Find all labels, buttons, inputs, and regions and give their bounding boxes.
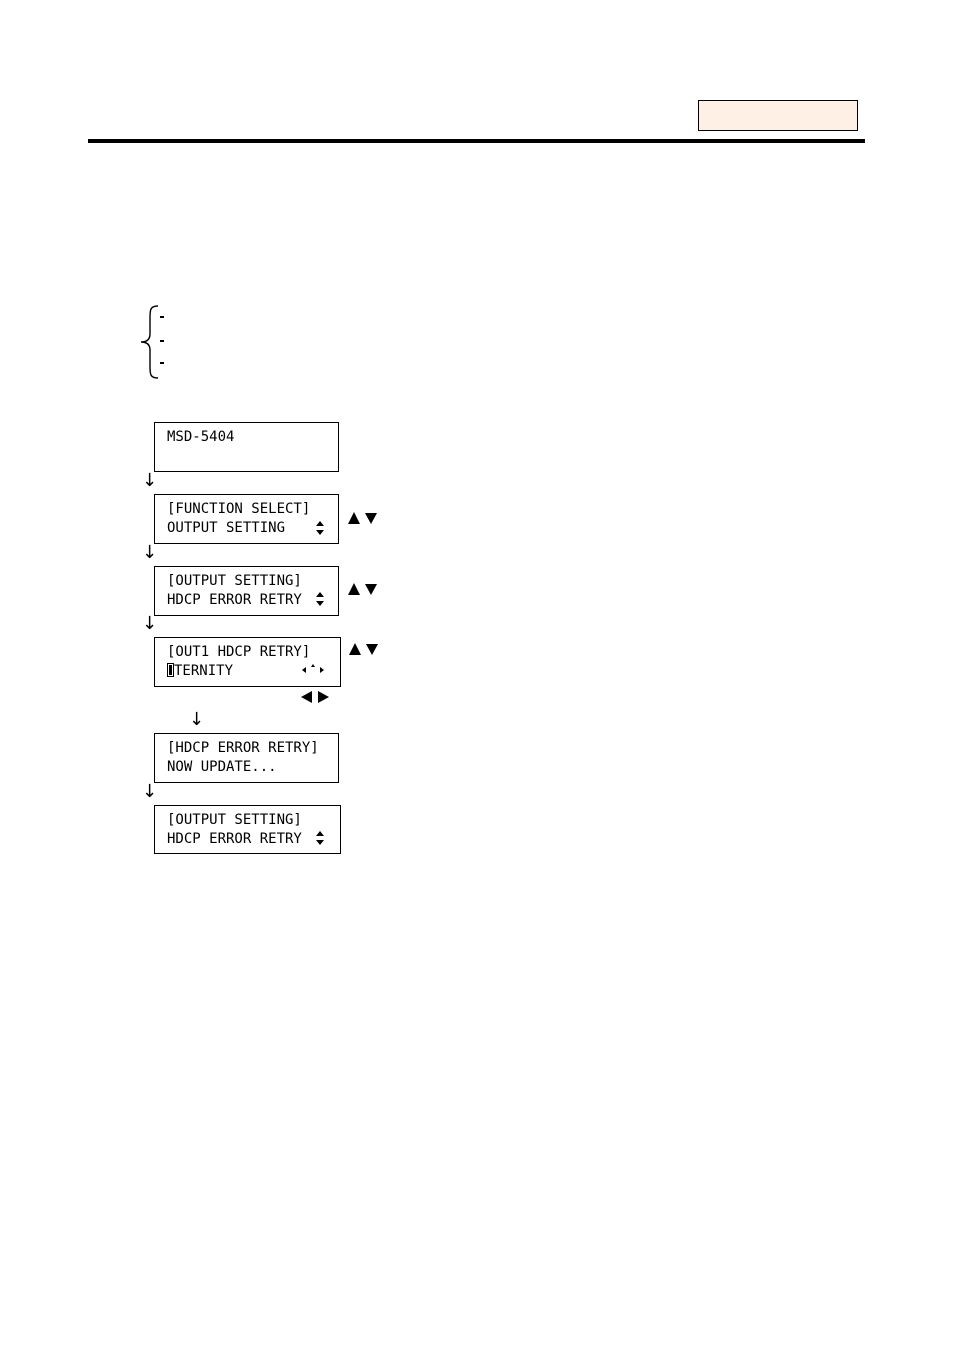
lcd-line-2-rest: TERNITY bbox=[174, 663, 234, 679]
lcd-screen-startup: MSD-5404 bbox=[154, 422, 339, 472]
lcd-line-1: [HDCP ERROR RETRY] bbox=[167, 740, 319, 756]
lcd-line-1: [FUNCTION SELECT] bbox=[167, 501, 311, 517]
left-up-right-cursor-icon bbox=[302, 664, 324, 673]
lcd-screen-output-setting: [OUTPUT SETTING] HDCP ERROR RETRY bbox=[154, 566, 339, 616]
lcd-screen-function-select: [FUNCTION SELECT] OUTPUT SETTING bbox=[154, 494, 339, 544]
lcd-line-2: HDCP ERROR RETRY bbox=[167, 592, 302, 608]
bullet-dot bbox=[160, 340, 164, 342]
flow-arrow-down-icon: ↓ bbox=[142, 613, 158, 634]
brace-icon bbox=[140, 305, 159, 379]
flow-arrow-down-icon: ↓ bbox=[142, 542, 158, 563]
lcd-screen-output-setting-final: [OUTPUT SETTING] HDCP ERROR RETRY bbox=[154, 805, 341, 854]
lcd-line-2: TERNITY bbox=[167, 662, 340, 681]
lcd-line-1: [OUTPUT SETTING] bbox=[167, 812, 302, 828]
lcd-line-1: [OUTPUT SETTING] bbox=[167, 573, 302, 589]
bullet-dot bbox=[160, 362, 164, 364]
bullet-dot bbox=[160, 316, 164, 318]
lcd-line-2: HDCP ERROR RETRY bbox=[167, 831, 302, 847]
up-down-keys-icon bbox=[348, 512, 377, 524]
lcd-line-2: NOW UPDATE... bbox=[167, 759, 277, 775]
flow-arrow-down-icon: ↓ bbox=[189, 709, 205, 730]
up-down-keys-icon bbox=[348, 583, 377, 595]
up-down-icon bbox=[316, 521, 324, 535]
up-down-keys-icon bbox=[349, 643, 378, 655]
lcd-screen-out1-hdcp-retry: [OUT1 HDCP RETRY] TERNITY bbox=[154, 637, 341, 687]
lcd-line-1: MSD-5404 bbox=[167, 429, 235, 445]
flow-arrow-down-icon: ↓ bbox=[142, 470, 158, 491]
up-down-icon bbox=[316, 831, 324, 845]
lcd-line-2 bbox=[167, 447, 338, 466]
lcd-line-1: [OUT1 HDCP RETRY] bbox=[167, 644, 311, 660]
section-tag-box bbox=[698, 100, 858, 131]
flow-arrow-down-icon: ↓ bbox=[142, 781, 158, 802]
left-right-keys-icon bbox=[301, 691, 329, 703]
lcd-screen-now-update: [HDCP ERROR RETRY] NOW UPDATE... bbox=[154, 733, 339, 783]
header-rule bbox=[88, 139, 865, 143]
cursor-block bbox=[167, 663, 174, 677]
up-down-icon bbox=[316, 592, 324, 606]
lcd-line-2: OUTPUT SETTING bbox=[167, 520, 286, 536]
